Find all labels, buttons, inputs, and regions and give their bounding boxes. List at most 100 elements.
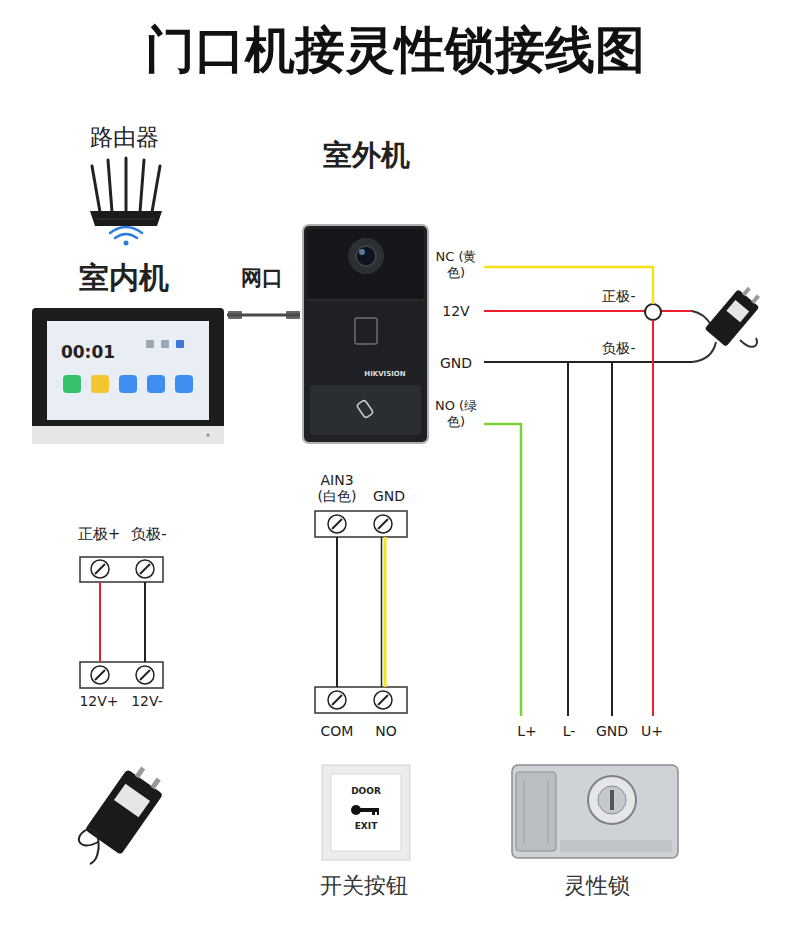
pole-label: 负极-: [602, 340, 635, 356]
power-adapter: [135, 767, 145, 779]
wire-connector: [145, 582, 146, 662]
diagram-title: 门口机接灵性锁接线图: [145, 22, 645, 80]
outdoor-station: [348, 238, 384, 274]
indoor-monitor: [32, 308, 224, 444]
wire-line: [484, 267, 653, 304]
terminal-block: [80, 662, 163, 688]
junction-circle: [645, 304, 661, 320]
electric-lock: [512, 765, 678, 858]
outdoor-station: [359, 249, 365, 255]
wire-connector: [484, 362, 568, 716]
node-text: AIN3 (白色): [315, 472, 359, 504]
electric-lock: [548, 780, 549, 844]
power-adapter: [150, 778, 160, 790]
node-text: DOOR: [351, 786, 381, 796]
wire-connector: [100, 582, 101, 662]
power-adapter: [742, 287, 751, 296]
indoor-unit-node: 室内机00:01: [30, 258, 227, 446]
terminal-block: COMNO: [308, 687, 414, 747]
terminal-block: [95, 670, 105, 680]
wire-line: [381, 537, 383, 687]
electric-lock: [588, 776, 636, 824]
terminal-block: [80, 557, 163, 582]
lock-node: L+L-GNDU+灵性锁: [500, 716, 680, 906]
indoor-monitor: [47, 321, 209, 420]
exit-button: [351, 805, 361, 815]
power-adapter: [79, 761, 169, 864]
wire-line: [99, 582, 101, 662]
wire-line: [144, 582, 146, 662]
terminal-block: [140, 564, 150, 574]
indoor-monitor: [176, 340, 184, 348]
power-adapter: [705, 283, 765, 347]
indoor-monitor: [119, 375, 137, 393]
indoor-monitor: [146, 340, 154, 348]
terminal-block: [374, 515, 392, 533]
wifi-symbol: [110, 227, 142, 246]
indoor-monitor: [147, 375, 165, 393]
wire-line: [484, 424, 521, 716]
edge-label: 网口: [241, 266, 283, 290]
power-adapter: [692, 283, 765, 362]
power-adapter: [740, 338, 757, 347]
terminal-block: AIN3 (白色)GND: [308, 470, 414, 537]
electric-lock: [516, 772, 556, 851]
wire-line: [227, 314, 300, 317]
indoor-monitor: [32, 308, 224, 444]
indoor-monitor: [32, 426, 224, 444]
electric-lock: [560, 840, 672, 852]
electric-lock: [512, 765, 678, 858]
node-text: U+: [641, 723, 663, 739]
node-text: 正极+: [78, 526, 121, 543]
node-text: GND: [596, 723, 628, 739]
exit-button: [322, 765, 410, 860]
terminal-block: [136, 666, 154, 684]
electric-lock: [598, 786, 626, 814]
wire-connector: [484, 362, 612, 716]
node-text: 室外机: [323, 139, 410, 172]
power-adapter: [79, 829, 99, 864]
wire-connector: [484, 424, 521, 716]
node-text: GND: [440, 355, 472, 371]
terminal-block: [315, 511, 407, 537]
node-text: NO (绿色): [431, 398, 481, 431]
node-text: 12V: [442, 303, 469, 319]
node-text: NC (黄色): [431, 249, 481, 282]
indoor-monitor: [161, 340, 169, 348]
exit-button: [322, 765, 410, 860]
wire-connector: [337, 537, 338, 687]
electric-lock: [610, 790, 614, 810]
router-icon: [92, 166, 100, 212]
power-adapter: [692, 342, 716, 362]
wifi-symbol: [110, 227, 142, 233]
power-wire: [661, 310, 692, 312]
wire-line: [484, 362, 612, 716]
terminal-block: [328, 515, 346, 533]
junction-circle: [645, 304, 661, 320]
router-icon: [90, 158, 162, 226]
terminal-block: [374, 691, 392, 709]
outdoor-station: [355, 318, 377, 344]
router-node: 路由器: [75, 120, 175, 250]
indoor-monitor: [91, 375, 109, 393]
node-text: 12V-: [131, 693, 163, 709]
router-icon: [108, 160, 112, 212]
node-text: L-: [563, 723, 576, 739]
terminal-block: 正极+ 负极-: [70, 522, 175, 582]
wifi-symbol: [115, 234, 137, 238]
wire-line: [484, 362, 568, 716]
pole-label: 正极-: [602, 288, 635, 304]
wire-line: [384, 537, 387, 687]
node-text: 负极-: [131, 526, 166, 543]
wire-line: [652, 320, 654, 716]
terminal-block: [91, 666, 109, 684]
terminal-block: [140, 670, 150, 680]
router-icon: [90, 211, 162, 226]
wire-connector: [227, 315, 300, 316]
exit-button: [377, 811, 379, 815]
node-text: 路由器: [90, 124, 159, 150]
exit-button: [331, 774, 401, 851]
power-adapter: [726, 300, 749, 322]
wifi-symbol: [124, 241, 129, 246]
